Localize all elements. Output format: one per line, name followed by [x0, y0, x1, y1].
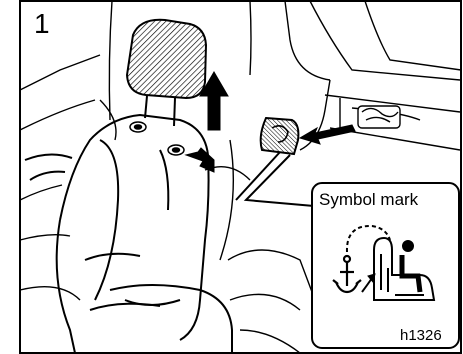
figure-code: h1326 [400, 327, 442, 344]
anchor-cover-icon [261, 118, 299, 154]
anchor-latch [358, 106, 400, 128]
step-number: 1 [34, 10, 50, 38]
symbol-mark-label: Symbol mark [319, 190, 418, 210]
